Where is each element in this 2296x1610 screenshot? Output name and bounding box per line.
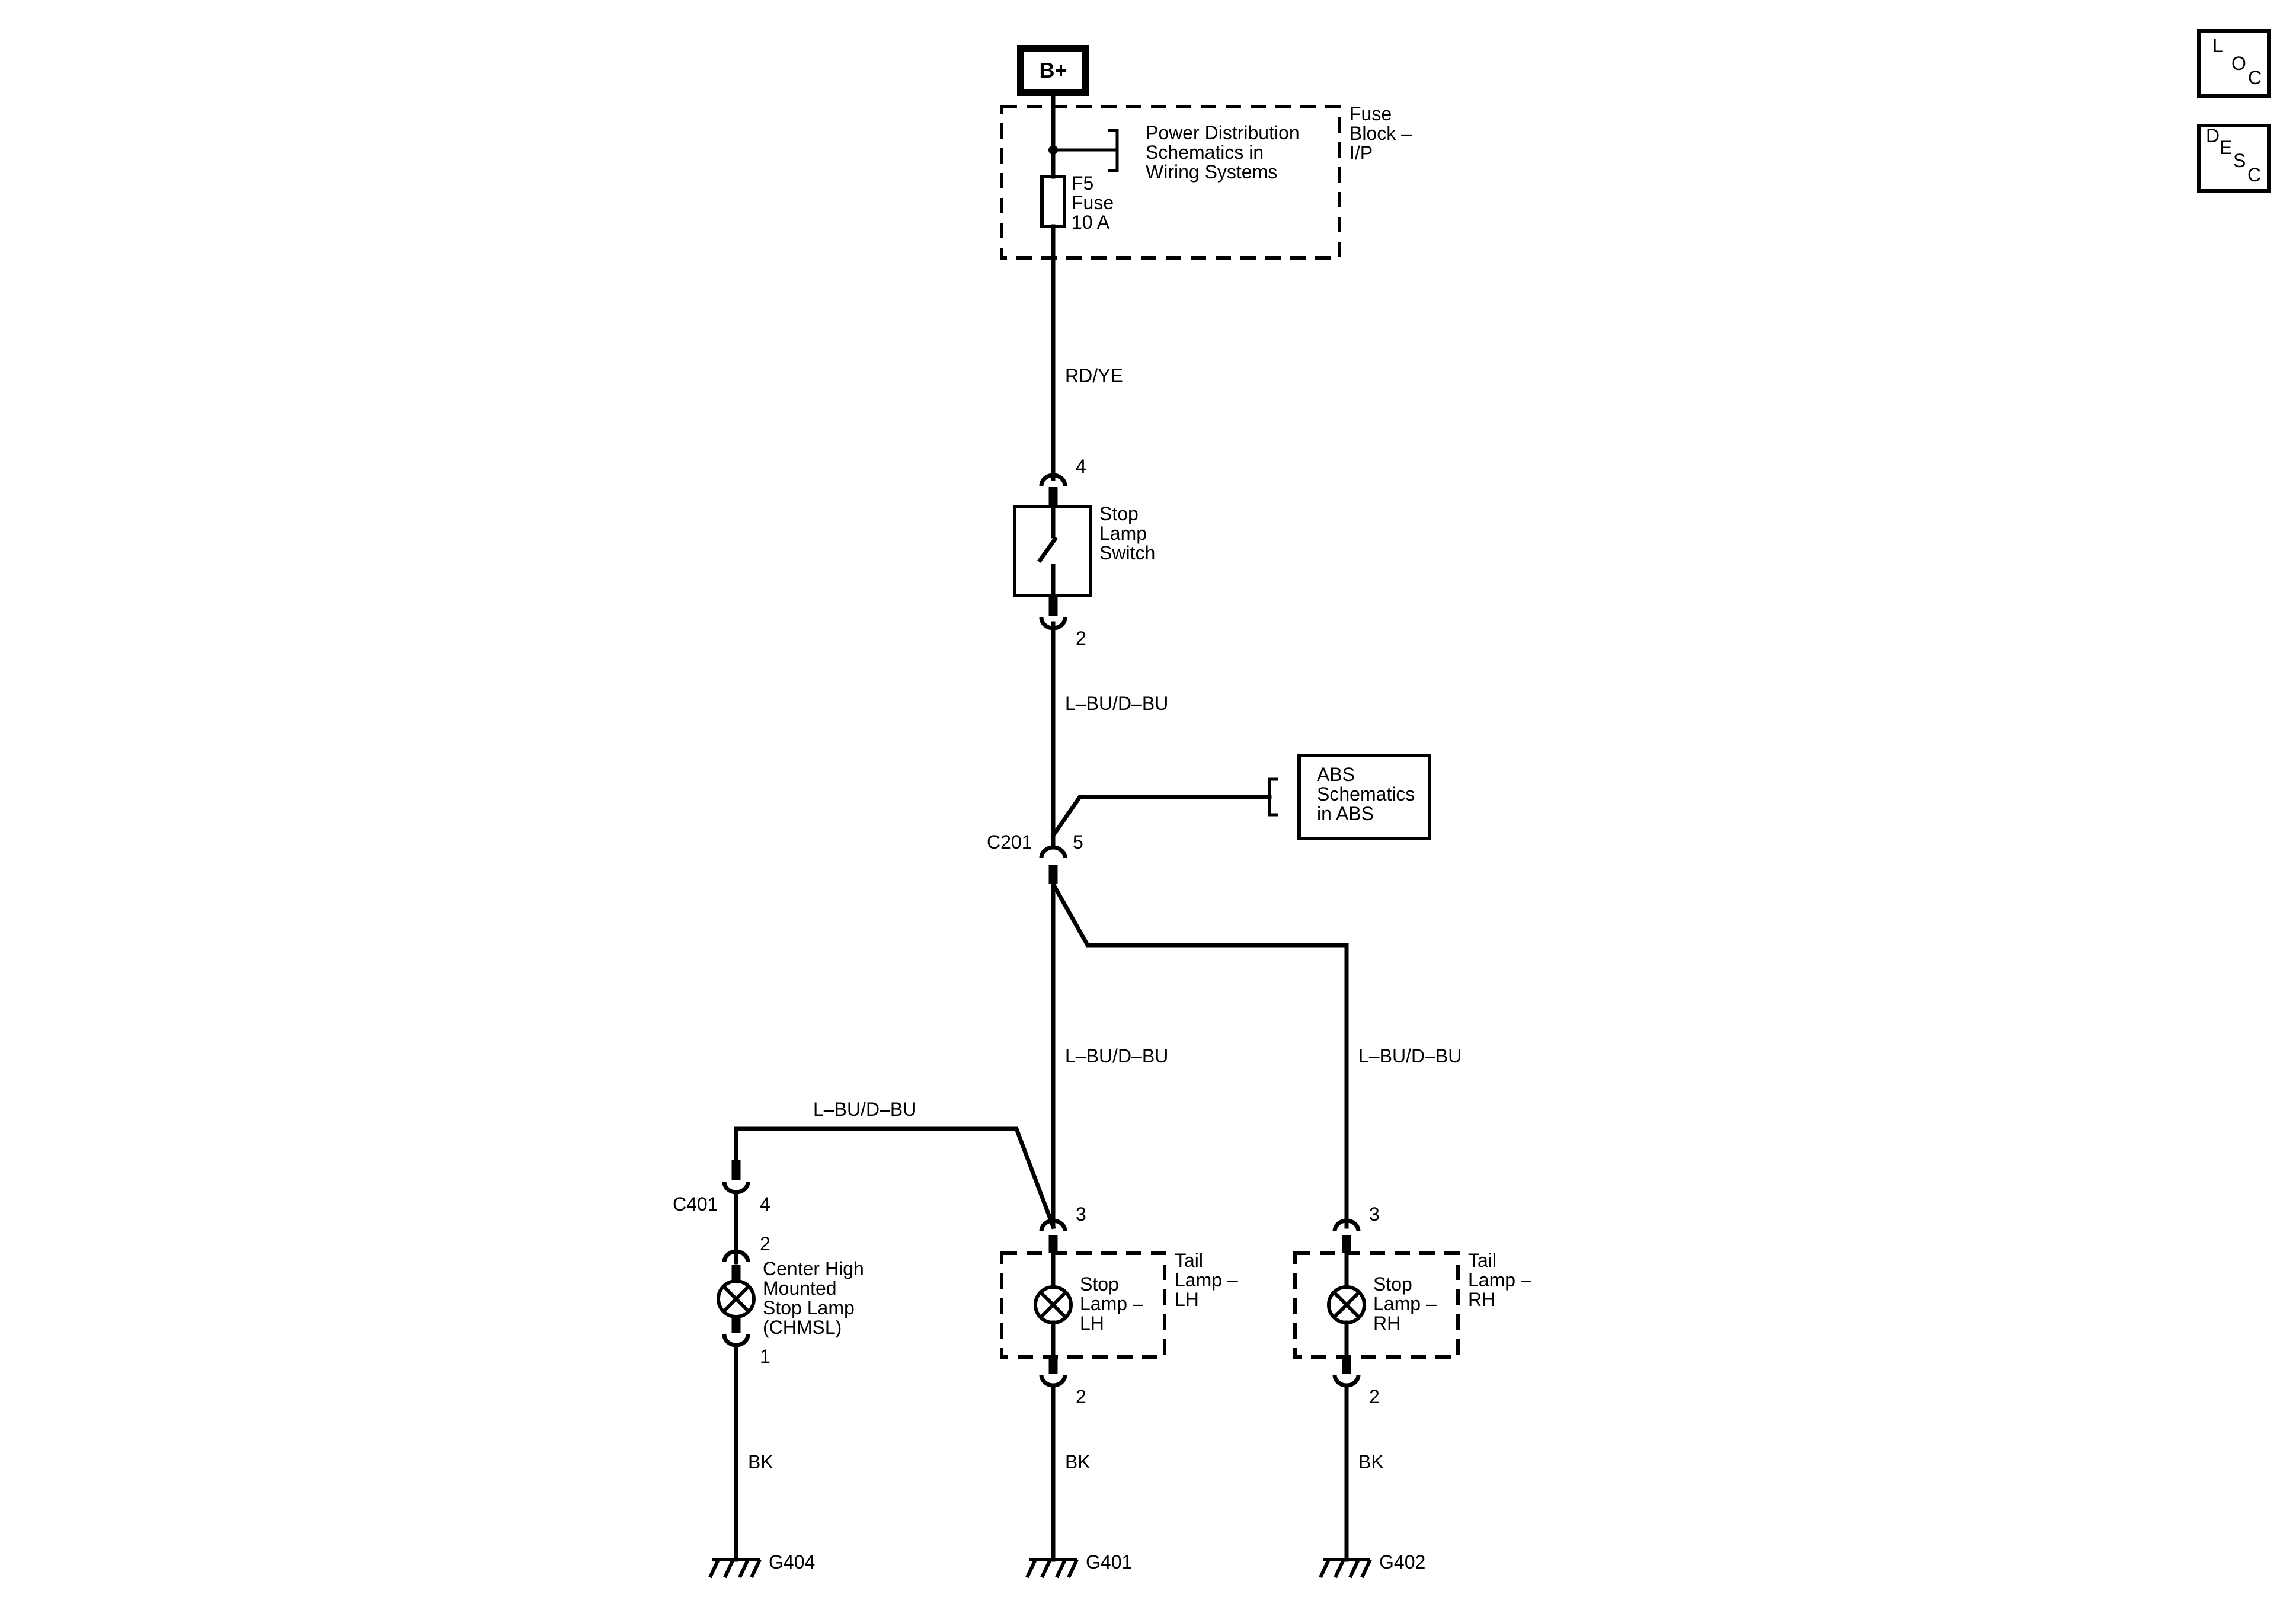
wire-color-chmsl-branch: L–BU/D–BU <box>813 1099 916 1120</box>
tail-lamp-rh-pin-bottom: 2 <box>1369 1386 1380 1407</box>
svg-text:C: C <box>2247 164 2261 185</box>
fuse-block-ip: Fuse Block – I/P Power Distribution Sche… <box>1000 103 1417 260</box>
wire-color-switch-out: L–BU/D–BU <box>1065 693 1168 714</box>
battery-positive-block: B+ <box>1017 45 1089 96</box>
stop-lamp-lh-label: Stop Lamp – LH <box>1080 1273 1149 1334</box>
stop-lamp-rh-bulb-icon <box>1327 1285 1366 1324</box>
ground-g401-label: G401 <box>1086 1551 1132 1573</box>
c401-pin: 4 <box>760 1193 770 1215</box>
fuse-f5-label: F5 Fuse 10 A <box>1072 172 1119 233</box>
battery-positive-label: B+ <box>1039 58 1067 82</box>
wire-color-ground-left: BK <box>748 1451 773 1473</box>
tail-lamp-rh: 3 2 Stop Lamp – RH Tail Lamp – RH <box>1293 1204 1537 1407</box>
wire-c201-to-rh <box>1050 881 1349 1229</box>
tail-lamp-rh-label: Tail Lamp – RH <box>1468 1250 1537 1310</box>
wire-color-feed: RD/YE <box>1065 365 1123 386</box>
chmsl-lamp: 2 1 Center High Mounted Stop Lamp (CHMSL… <box>717 1190 869 1367</box>
wire-color-ground-right: BK <box>1358 1451 1384 1473</box>
wire-color-right-branch: L–BU/D–BU <box>1358 1045 1462 1067</box>
fuse-block-title: Fuse Block – I/P <box>1350 103 1417 164</box>
tail-lamp-lh-pin-top: 3 <box>1076 1204 1086 1225</box>
svg-text:E: E <box>2220 137 2232 158</box>
ground-g402-icon <box>1319 1558 1372 1579</box>
ground-g401-icon <box>1025 1558 1079 1579</box>
switch-pin-out: 2 <box>1076 628 1086 649</box>
wire-color-ground-center: BK <box>1065 1451 1091 1473</box>
ground-g404-icon <box>708 1558 762 1579</box>
svg-text:O: O <box>2231 53 2246 74</box>
c401-name: C401 <box>673 1193 718 1215</box>
wire-color-center-branch: L–BU/D–BU <box>1065 1045 1168 1067</box>
chmsl-pin-top: 2 <box>760 1233 770 1254</box>
svg-text:C: C <box>2248 67 2262 88</box>
svg-text:S: S <box>2233 150 2246 171</box>
desc-button[interactable]: D E S C <box>2197 124 2271 193</box>
stop-lamp-switch-label: Stop Lamp Switch <box>1099 503 1155 564</box>
ground-g402-label: G402 <box>1379 1551 1425 1573</box>
tail-lamp-rh-pin-top: 3 <box>1369 1204 1380 1225</box>
chmsl-bulb-icon <box>717 1279 756 1318</box>
fuse-f5-symbol <box>1040 175 1066 228</box>
ground-g404-label: G404 <box>769 1551 815 1573</box>
connector-c201: C201 5 <box>987 831 1083 884</box>
stop-lamp-rh-label: Stop Lamp – RH <box>1373 1273 1442 1334</box>
connector-c401: C401 4 <box>673 1160 770 1215</box>
tail-lamp-lh-pin-bottom: 2 <box>1076 1386 1086 1407</box>
c201-name: C201 <box>987 831 1032 853</box>
tail-lamp-lh-label: Tail Lamp – LH <box>1175 1250 1243 1310</box>
c201-pin: 5 <box>1073 831 1083 853</box>
tail-lamp-lh: 3 2 Stop Lamp – LH Tail Lamp – LH <box>1000 1204 1243 1407</box>
switch-pin-in: 4 <box>1076 456 1086 477</box>
svg-text:ABS Schematics in: ABS Schematics in ABS <box>1317 764 1420 824</box>
chmsl-label: Center High Mounted Stop Lamp (CHMSL) <box>763 1258 869 1338</box>
wire-to-abs <box>1050 795 1272 838</box>
chmsl-pin-bottom: 1 <box>760 1346 770 1367</box>
stop-lamp-lh-bulb-icon <box>1034 1285 1073 1324</box>
loc-button[interactable]: L O C <box>2197 29 2271 98</box>
svg-text:D: D <box>2206 125 2220 146</box>
stop-lamp-switch: 4 2 Stop Lamp Switch <box>1013 456 1155 649</box>
power-distribution-reference[interactable]: Power Distribution Schematics in Wiring … <box>1146 122 1305 183</box>
wire-to-chmsl <box>734 1126 1056 1230</box>
abs-reference[interactable]: ABS Schematics in ABS <box>1297 754 1431 840</box>
svg-text:L: L <box>2212 35 2223 56</box>
